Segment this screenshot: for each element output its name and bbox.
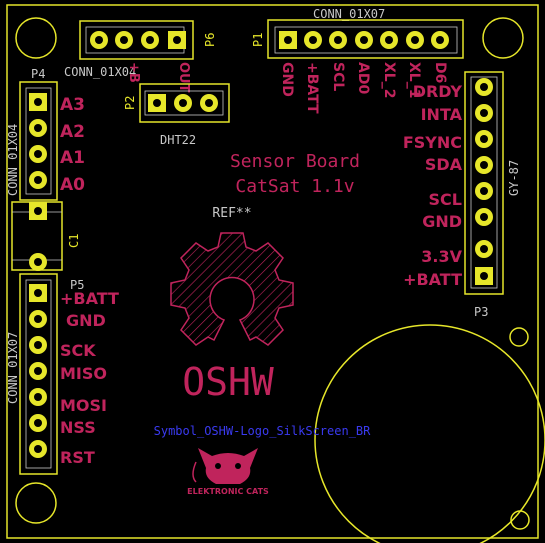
- p3-pin-label-fsync: FSYNC: [403, 133, 462, 152]
- mounting-hole-top-right: [482, 17, 524, 59]
- p5-pin-label-rst: RST: [60, 448, 95, 467]
- p2-ref-label: P2: [123, 96, 137, 110]
- p5-ref-label: P5: [70, 278, 84, 292]
- p1-value-label: CONN_01X07: [313, 7, 385, 21]
- mounting-hole-top-left: [15, 17, 57, 59]
- p1-pin-label-xl2: XL_2: [381, 62, 397, 98]
- p3-pin-label-sda: SDA: [425, 155, 463, 174]
- board-outline: [6, 4, 539, 539]
- mounting-hole-small-right: [509, 327, 529, 347]
- connector-p2-dht22[interactable]: [139, 83, 230, 123]
- p4-pin-label-a0: A0: [60, 175, 85, 195]
- p3-pin-label-scl: SCL: [429, 190, 462, 209]
- p5-value-label: CONN_01X07: [6, 332, 20, 404]
- oshw-symbol-label: Symbol_OSHW-Logo_SilkScreen_BR: [154, 424, 372, 438]
- p6-pin-label-3: OUT: [176, 62, 191, 93]
- p4-pin-label-a2: A2: [60, 122, 85, 142]
- mounting-hole-bottom-left: [15, 482, 57, 524]
- p4-pin-label-a1: A1: [60, 148, 85, 168]
- c1-ref-label: C1: [67, 234, 81, 248]
- cat-logo-text: ELEKTRONIC CATS: [187, 487, 269, 496]
- board-title-line1: Sensor Board: [230, 151, 360, 172]
- p3-ref-label: P3: [474, 305, 488, 319]
- p1-pin-label-scl: SCL: [330, 62, 346, 91]
- connector-p6[interactable]: [79, 20, 194, 60]
- p5-pin-label-sck: SCK: [60, 341, 96, 360]
- p4-pin-label-a3: A3: [60, 95, 85, 115]
- p5-pin-label-mosi: MOSI: [60, 396, 107, 415]
- p6-pin-label-1: +B: [126, 62, 141, 83]
- oshw-text: OSHW: [182, 360, 274, 404]
- p5-pin-label-miso: MISO: [60, 364, 107, 383]
- p1-pin-label-xl1: XL_1: [406, 62, 422, 98]
- p1-pin-label-ad0: AD0: [355, 62, 371, 94]
- battery-holder-outline: [314, 324, 545, 543]
- p1-pin-label-gnd: GND: [279, 62, 295, 97]
- p3-pin-label-gnd: GND: [422, 212, 462, 231]
- p1-ref-label: P1: [251, 33, 265, 47]
- oshw-gear-icon: [170, 232, 294, 346]
- p1-pin-label-d6: D6: [432, 62, 448, 83]
- connector-p3-gy87[interactable]: [464, 71, 504, 295]
- p2-value-label: DHT22: [160, 133, 196, 147]
- p6-ref-label: P6: [203, 33, 217, 47]
- reference-label: REF**: [212, 206, 251, 221]
- p5-pin-label-gnd: GND: [66, 311, 106, 330]
- p6-value-label: CONN_01X04: [64, 65, 136, 79]
- p1-pin-label-batt: +BATT: [304, 62, 320, 114]
- p3-value-label: GY-87: [507, 160, 521, 196]
- connector-p1[interactable]: [267, 19, 464, 59]
- board-title-line2: CatSat 1.1v: [235, 176, 354, 197]
- p5-pin-label-batt: +BATT: [60, 289, 119, 308]
- p4-ref-label: P4: [31, 67, 45, 81]
- p3-pin-label-drdy: DRDY: [413, 82, 463, 101]
- p3-pin-label-batt: +BATT: [403, 270, 462, 289]
- connector-p4[interactable]: [19, 81, 58, 201]
- cat-logo-icon: [192, 448, 258, 484]
- capacitor-c1[interactable]: [11, 201, 63, 271]
- mounting-hole-small-bottom: [510, 510, 530, 530]
- connector-p5[interactable]: [19, 273, 58, 475]
- p3-pin-label-inta: INTA: [421, 105, 463, 124]
- p4-value-label: CONN_01X04: [6, 124, 20, 196]
- p5-pin-label-nss: NSS: [60, 418, 96, 437]
- p3-pin-label-3v3: 3.3V: [421, 247, 462, 266]
